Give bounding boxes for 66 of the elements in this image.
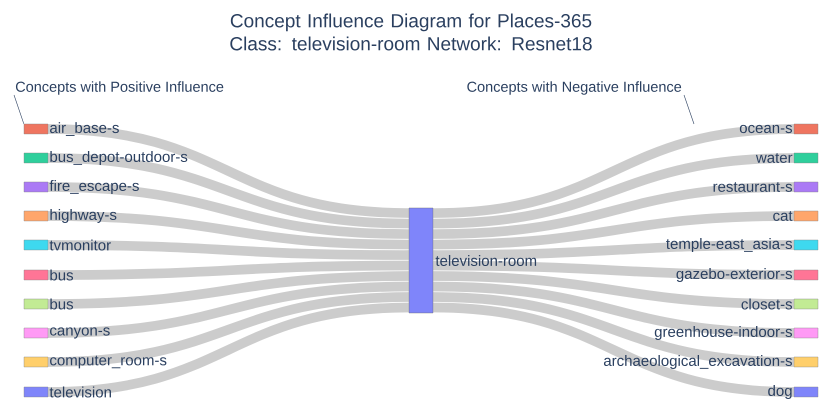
flow-band	[48, 292, 409, 367]
flow-band	[433, 153, 794, 228]
flow-band	[48, 271, 409, 309]
flow-band	[48, 302, 409, 397]
flow-bar: tvmonitor	[24, 239, 111, 250]
node-label: air_base-s	[50, 122, 119, 136]
node-label: bus	[50, 298, 74, 310]
flow-bar: television-room	[408, 208, 536, 314]
flow-bar: archaeological_excavation-s	[604, 355, 818, 369]
flow-bar: air_base-s	[24, 122, 119, 136]
flow-band	[433, 211, 794, 250]
node-label: canyon-s	[50, 327, 110, 339]
node-label: tvmonitor	[50, 239, 111, 250]
node-label: television	[50, 386, 111, 398]
flow-band	[433, 182, 794, 239]
flow-band	[433, 302, 794, 397]
chart-title: Concept Influence Diagram for Places-365 Class: television-room Network: Resnet18	[230, 14, 592, 50]
flow-bar: fire_escape-s	[24, 180, 139, 194]
flow-bar: bus	[24, 298, 74, 310]
flow-bar: closet-s	[742, 298, 818, 310]
flow-band	[48, 153, 409, 228]
flow-band	[433, 282, 794, 338]
node-label: closet-s	[742, 298, 792, 310]
node-label: bus	[50, 269, 74, 280]
flow-band	[433, 124, 794, 218]
leader-line	[14, 94, 24, 124]
flow-bar: dog	[768, 385, 818, 399]
flow-bar: cat	[773, 210, 818, 222]
node-label: dog	[768, 384, 792, 399]
section-heading: Concepts with Negative Influence	[467, 81, 682, 95]
node-label: ocean-s	[740, 124, 792, 134]
node-label: water	[756, 153, 792, 163]
node-label: fire_escape-s	[50, 180, 139, 194]
leader-line	[684, 94, 694, 124]
flow-bar: temple-east_asia-s	[666, 238, 818, 252]
flow-band	[433, 260, 794, 280]
flow-band	[48, 211, 409, 250]
flow-bar: restaurant-s	[714, 182, 818, 192]
flow-bar: water	[756, 152, 818, 164]
node-label: highway-s	[50, 209, 116, 223]
flow-band	[48, 240, 409, 260]
flow-bar: greenhouse-indoor-s	[654, 326, 818, 340]
flow-band	[48, 260, 409, 280]
section-heading: Concepts with Positive Influence	[16, 81, 224, 95]
node-label: television-room	[436, 254, 536, 266]
flow-bar: gazebo-exterior-s	[676, 268, 818, 282]
flow-band	[48, 124, 409, 218]
node-label: restaurant-s	[714, 182, 792, 192]
node-label: greenhouse-indoor-s	[654, 326, 792, 340]
flow-bar: ocean-s	[740, 124, 818, 134]
flow-bar: bus_depot-outdoor-s	[24, 151, 188, 165]
node-label: gazebo-exterior-s	[676, 268, 792, 282]
node-label: cat	[773, 211, 792, 221]
flow-bar: canyon-s	[24, 327, 110, 339]
flow-bar: bus	[24, 269, 74, 280]
node-label: bus_depot-outdoor-s	[50, 151, 188, 165]
flow-band	[433, 271, 794, 309]
node-label: temple-east_asia-s	[666, 238, 792, 252]
node-label: computer_room-s	[50, 356, 166, 368]
flow-bar: highway-s	[24, 209, 116, 223]
flow-band	[433, 292, 794, 367]
flow-band	[48, 182, 409, 239]
flow-band	[48, 282, 409, 338]
flow-bar: computer_room-s	[24, 356, 166, 368]
flow-band	[433, 240, 794, 260]
flow-bar: television	[24, 386, 111, 398]
